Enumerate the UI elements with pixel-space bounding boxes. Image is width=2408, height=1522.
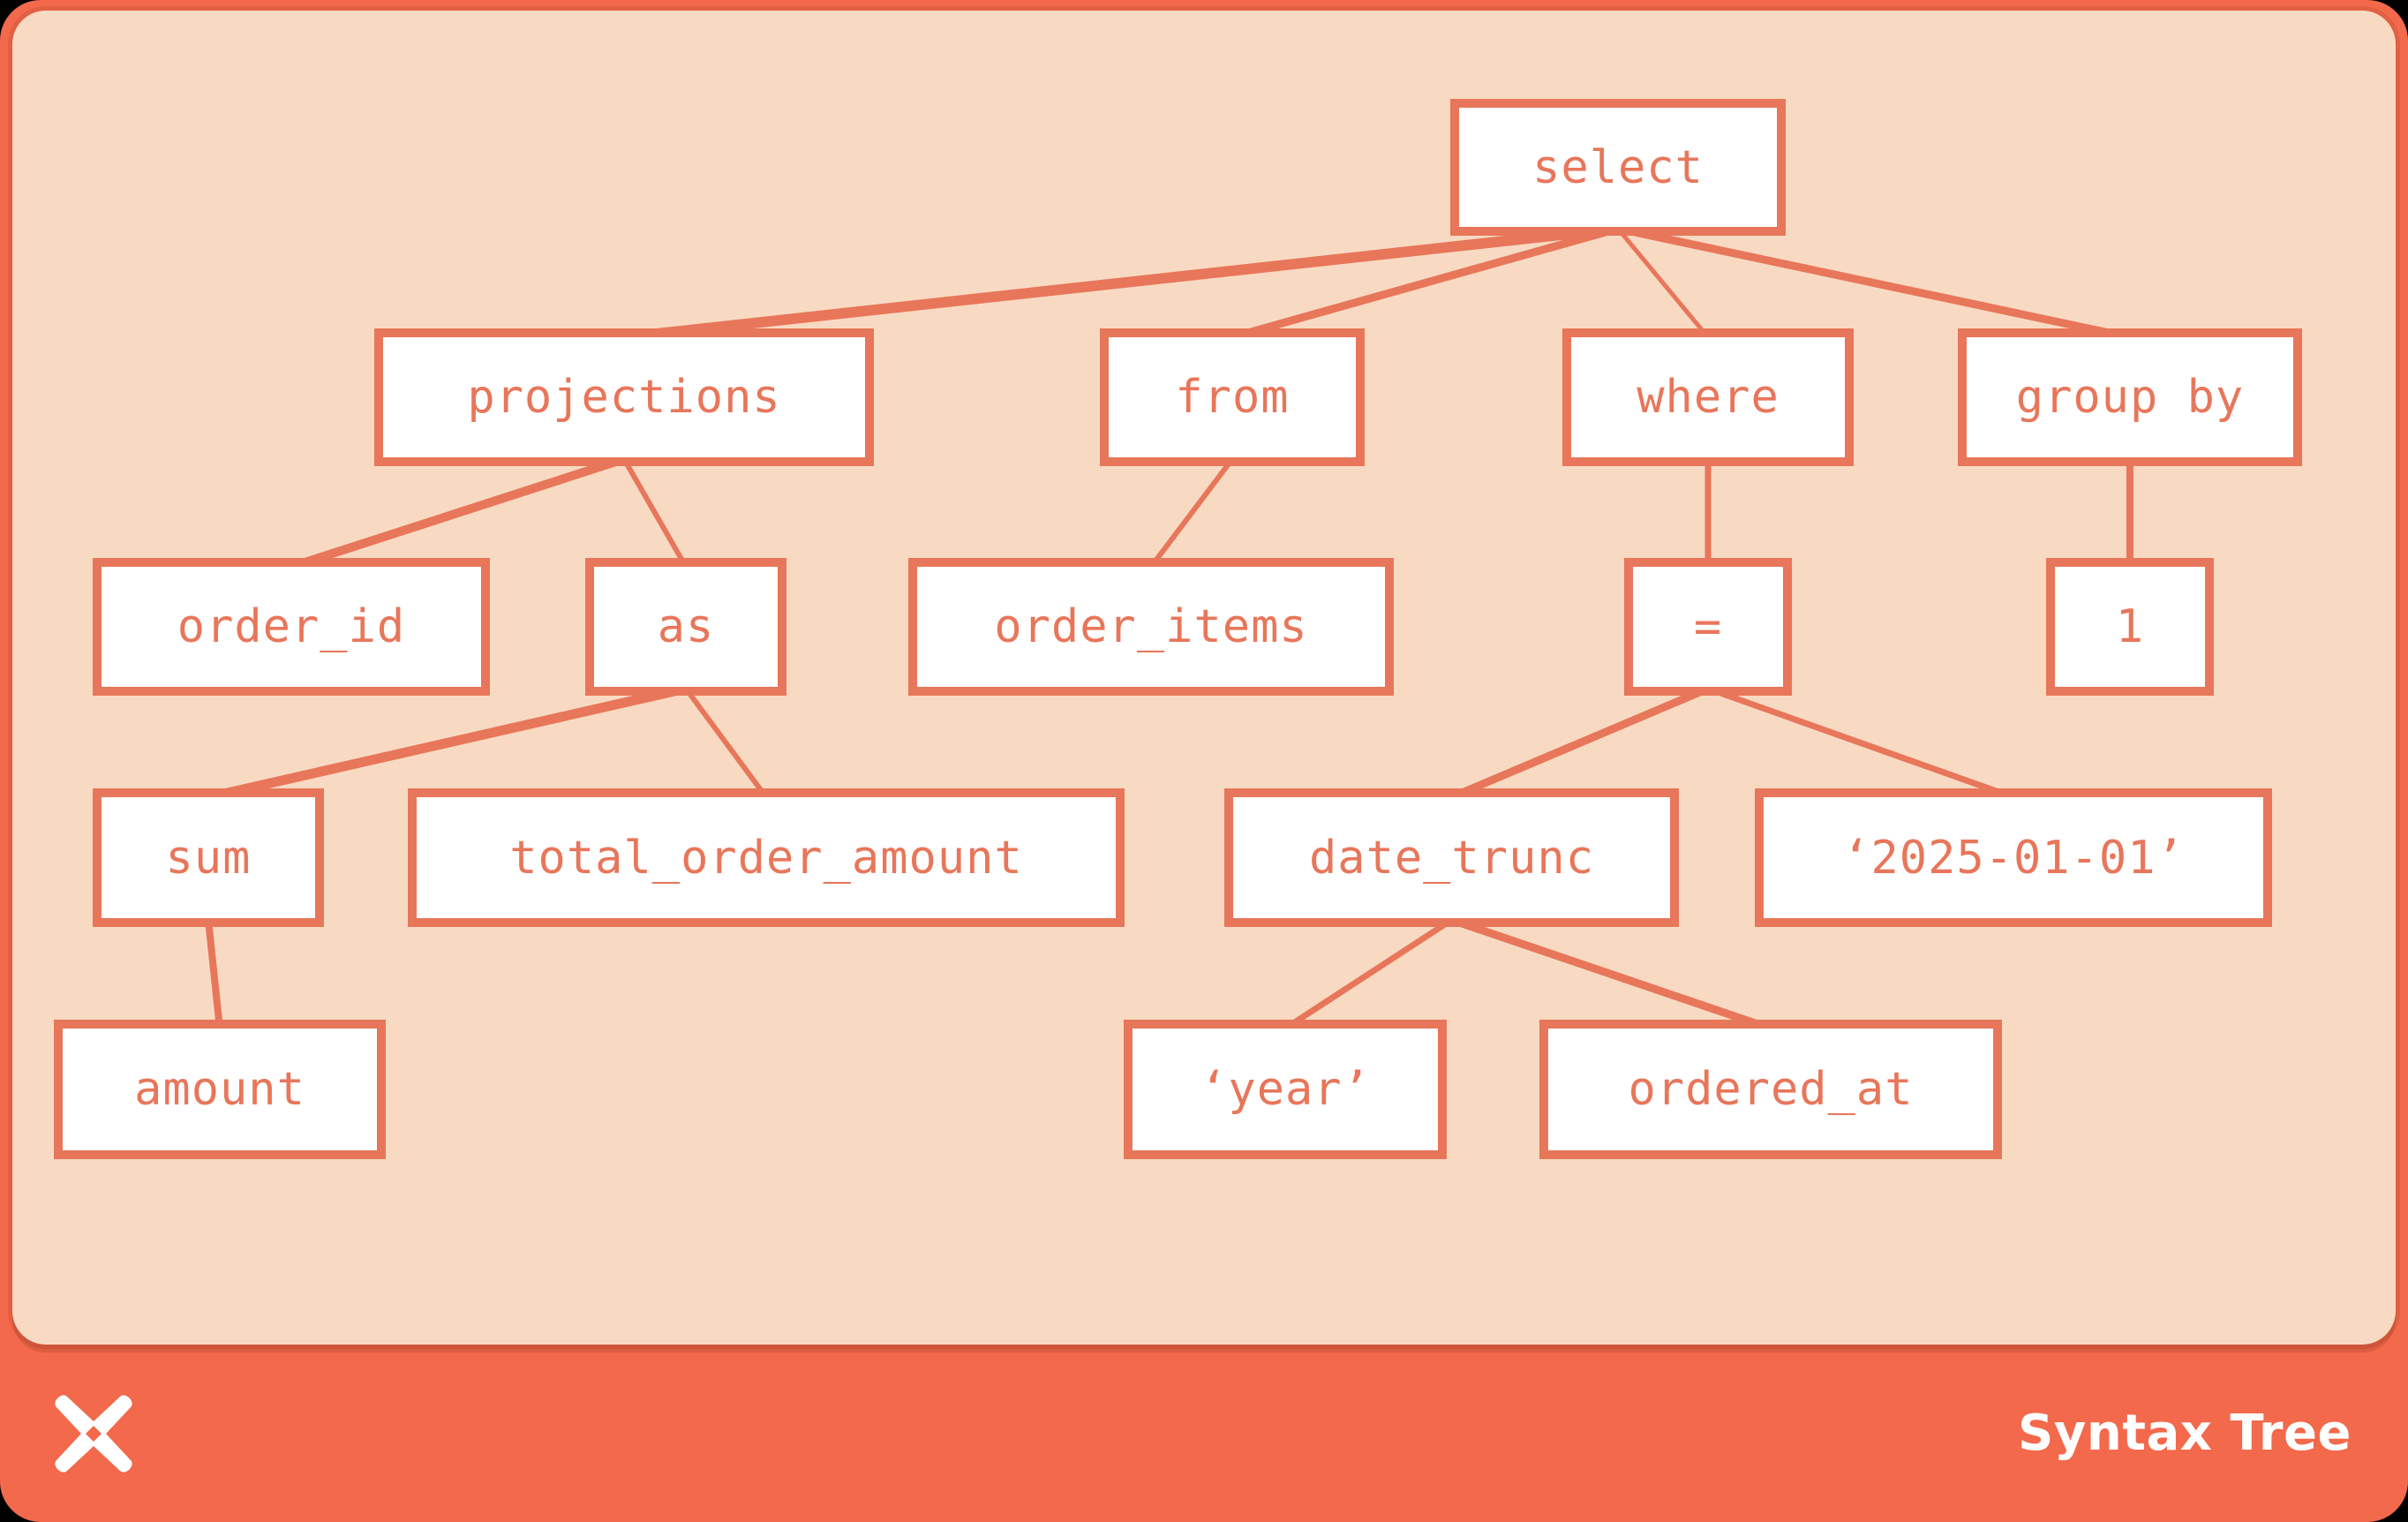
dbt-star-logo-icon <box>55 1394 132 1473</box>
footer-bar: Syntax Tree <box>0 1345 2408 1522</box>
tree-node-projections: projections <box>374 328 874 466</box>
tree-node-date_literal: ‘2025-01-01’ <box>1755 788 2272 927</box>
tree-node-amount: amount <box>54 1020 386 1159</box>
tree-node-order_items: order_items <box>908 558 1394 696</box>
tree-node-order_id: order_id <box>93 558 490 696</box>
tree-node-where: where <box>1562 328 1854 466</box>
tree-node-ordered_at: ordered_at <box>1539 1020 2002 1159</box>
tree-node-one: 1 <box>2046 558 2214 696</box>
tree-node-sum: sum <box>93 788 324 927</box>
brand-title: Syntax Tree <box>2017 1405 2352 1462</box>
tree-node-as: as <box>585 558 786 696</box>
tree-node-group_by: group by <box>1958 328 2302 466</box>
tree-node-year_literal: ‘year’ <box>1124 1020 1447 1159</box>
tree-node-eq: = <box>1624 558 1792 696</box>
tree-node-select: select <box>1450 99 1786 236</box>
tree-node-date_trunc: date_trunc <box>1224 788 1679 927</box>
tree-node-from: from <box>1100 328 1365 466</box>
tree-node-total_order_amount: total_order_amount <box>408 788 1125 927</box>
